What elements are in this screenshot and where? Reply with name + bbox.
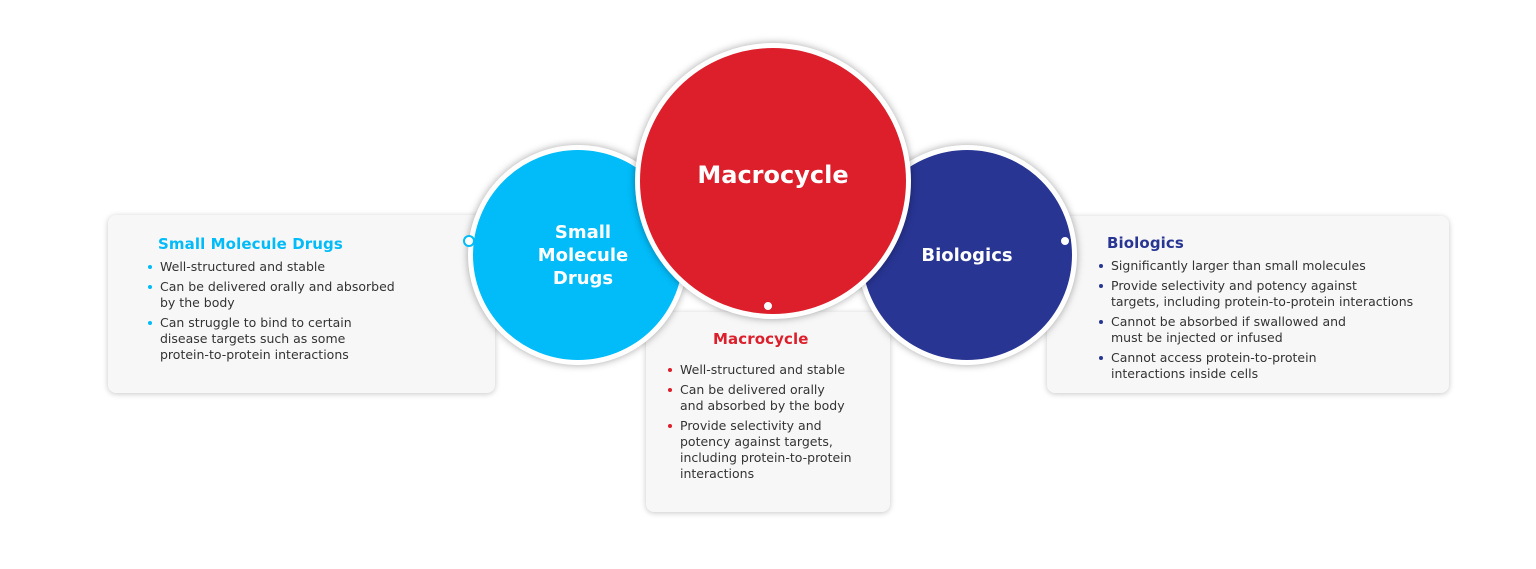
list-item-text: Well-structured and stable [160,259,326,274]
macrocycle-circle: Macrocycle [635,43,911,319]
bullet-icon [148,265,152,269]
list-item: Well-structured and stable [668,362,870,378]
list-item-text: Significantly larger than small molecule… [1111,258,1366,273]
list-item-text: Provide selectivity and potency against … [1111,278,1414,309]
bullet-icon [668,368,672,372]
bullet-icon [148,321,152,325]
macrocycle-card-title: Macrocycle [713,330,809,348]
biologics-connector-dot [1059,235,1071,247]
small-molecule-card-title: Small Molecule Drugs [158,235,343,253]
list-item: Cannot be absorbed if swallowed and must… [1099,314,1429,346]
list-item-text: Can be delivered orally and absorbed by … [160,279,395,310]
bullet-icon [1099,356,1103,360]
biologics-card: Biologics Significantly larger than smal… [1047,216,1449,393]
list-item-text: Can be delivered orally and absorbed by … [680,382,845,413]
list-item-text: Cannot access protein-to-protein interac… [1111,350,1317,381]
bullet-icon [1099,320,1103,324]
list-item: Provide selectivity and potency against … [668,418,870,482]
small-molecule-circle-label: Small Molecule Drugs [537,221,629,289]
list-item: Well-structured and stable [148,259,465,275]
list-item: Cannot access protein-to-protein interac… [1099,350,1429,382]
list-item: Can be delivered orally and absorbed by … [668,382,870,414]
list-item: Significantly larger than small molecule… [1099,258,1429,274]
list-item-text: Well-structured and stable [680,362,846,377]
list-item: Provide selectivity and potency against … [1099,278,1429,310]
bullet-icon [148,285,152,289]
biologics-list: Significantly larger than small molecule… [1099,258,1429,382]
macrocycle-connector-dot [762,300,774,312]
list-item-text: Provide selectivity and potency against … [680,418,852,481]
bullet-icon [668,388,672,392]
small-molecule-card: Small Molecule Drugs Well-structured and… [108,215,495,393]
bullet-icon [1099,284,1103,288]
list-item: Can struggle to bind to certain disease … [148,315,465,363]
small-molecule-connector-dot [463,235,475,247]
small-molecule-list: Well-structured and stable Can be delive… [148,259,465,363]
bullet-icon [668,424,672,428]
list-item-text: Can struggle to bind to certain disease … [160,315,352,362]
list-item: Can be delivered orally and absorbed by … [148,279,465,311]
biologics-card-title: Biologics [1107,234,1184,252]
list-item-text: Cannot be absorbed if swallowed and must… [1111,314,1346,345]
macrocycle-circle-label: Macrocycle [697,161,849,189]
bullet-icon [1099,264,1103,268]
macrocycle-list: Well-structured and stable Can be delive… [668,362,870,482]
biologics-circle-label: Biologics [921,244,1013,266]
macrocycle-card: Macrocycle Well-structured and stable Ca… [646,312,890,512]
